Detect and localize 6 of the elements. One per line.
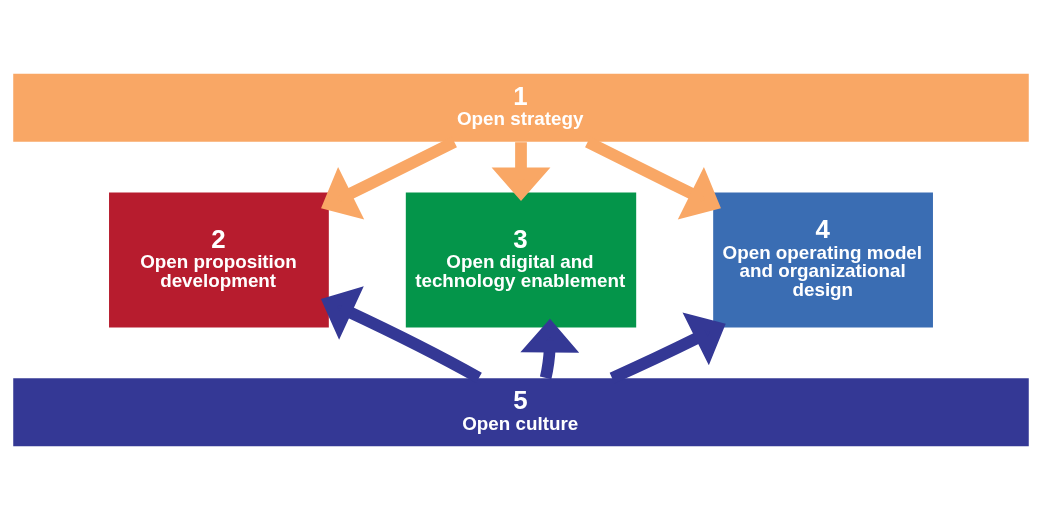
node-box: 4 Open operating model and organizational design bbox=[713, 191, 933, 328]
node-box: 2 Open proposition development bbox=[109, 191, 329, 328]
node-box: 5 Open culture bbox=[13, 377, 1029, 446]
arrow bbox=[491, 141, 551, 201]
node-box: 1 Open strategy bbox=[13, 73, 1029, 142]
node-box: 3 Open digital and technology enablement bbox=[405, 191, 637, 328]
